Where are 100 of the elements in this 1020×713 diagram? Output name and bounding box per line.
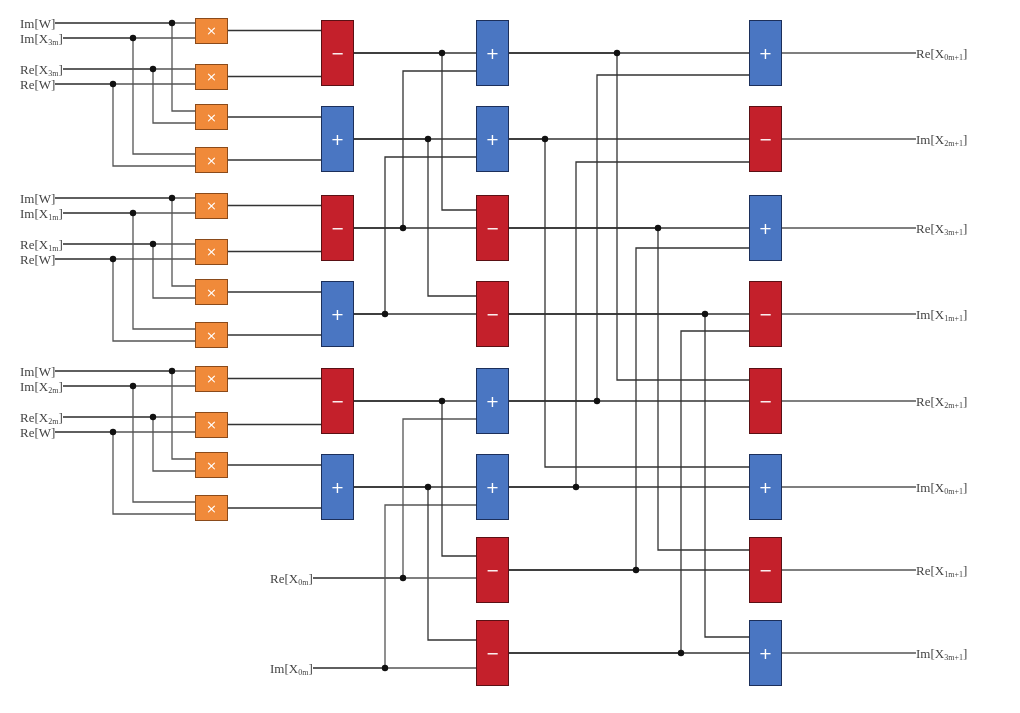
multiplier-block: ×: [195, 452, 228, 478]
wire: [353, 400, 477, 402]
wire: [353, 70, 477, 229]
multiplier-block: ×: [195, 192, 228, 219]
signal-label: Re[X$_{2m+1}$]: [916, 393, 968, 409]
signal-label: Im[X$_{1m}$]: [20, 205, 63, 221]
subtractor-block: −: [321, 20, 354, 86]
wire: [54, 258, 196, 260]
wire: [227, 377, 322, 380]
wire: [227, 464, 322, 466]
adder-block: +: [321, 454, 354, 520]
multiplier-block: ×: [195, 495, 228, 521]
subtractor-block: −: [749, 106, 782, 172]
wire: [781, 138, 917, 140]
wire: [781, 400, 917, 402]
adder-block: +: [321, 106, 354, 172]
signal-label: Re[X$_{1m+1}$]: [916, 562, 968, 578]
wire: [781, 52, 917, 54]
adder-block: +: [749, 20, 782, 86]
wire: [508, 52, 750, 54]
subtractor-block: −: [476, 620, 509, 686]
adder-block: +: [321, 281, 354, 347]
wire: [312, 504, 477, 669]
wire: [62, 212, 196, 214]
signal-label: Re[X$_{0m}$]: [270, 570, 313, 586]
wire: [227, 334, 322, 336]
subtractor-block: −: [749, 281, 782, 347]
wire: [62, 243, 196, 245]
multiplier-block: ×: [195, 104, 228, 130]
wire: [54, 22, 196, 24]
adder-block: +: [476, 368, 509, 434]
wire: [54, 431, 196, 433]
multiplier-block: ×: [195, 322, 228, 348]
multiplier-block: ×: [195, 279, 228, 305]
wire: [227, 423, 322, 426]
signal-label: Im[X$_{2m+1}$]: [916, 131, 968, 147]
multiplier-block: ×: [195, 411, 228, 438]
subtractor-block: −: [321, 368, 354, 434]
wire: [781, 652, 917, 654]
signal-label: Re[X$_{2m}$]: [20, 409, 63, 425]
signal-label: Im[X$_{3m+1}$]: [916, 645, 968, 661]
adder-block: +: [749, 195, 782, 261]
multiplier-block: ×: [195, 17, 228, 44]
wire: [353, 486, 477, 488]
wire: [227, 116, 322, 118]
wire: [312, 418, 477, 579]
multiplier-block: ×: [195, 147, 228, 173]
signal-label: Im[W]: [20, 15, 56, 31]
wire: [508, 313, 750, 315]
subtractor-block: −: [476, 537, 509, 603]
wire: [781, 227, 917, 229]
subtractor-block: −: [749, 537, 782, 603]
signal-label: Im[X$_{0m+1}$]: [916, 479, 968, 495]
wire: [227, 250, 322, 253]
subtractor-block: −: [749, 368, 782, 434]
signal-label: Im[X$_{3m}$]: [20, 30, 63, 46]
signal-label: Im[X$_{2m}$]: [20, 378, 63, 394]
signal-label: Re[X$_{3m+1}$]: [916, 220, 968, 236]
multiplier-block: ×: [195, 63, 228, 90]
wire: [353, 156, 477, 315]
wire: [508, 227, 750, 229]
signal-label: Re[W]: [20, 424, 56, 440]
signal-label: Re[X$_{1m}$]: [20, 236, 63, 252]
adder-block: +: [476, 454, 509, 520]
wire: [54, 370, 196, 372]
subtractor-block: −: [476, 195, 509, 261]
wire: [227, 291, 322, 293]
wire: [62, 385, 196, 387]
signal-label: Im[X$_{0m}$]: [270, 660, 313, 676]
wire: [62, 37, 196, 39]
wire: [353, 138, 477, 140]
multiplier-block: ×: [195, 238, 228, 265]
subtractor-block: −: [321, 195, 354, 261]
signal-label: Im[X$_{1m+1}$]: [916, 306, 968, 322]
adder-block: +: [749, 454, 782, 520]
wire: [227, 29, 322, 32]
signal-label: Im[W]: [20, 190, 56, 206]
wire: [227, 204, 322, 207]
wire: [54, 83, 196, 85]
wire: [62, 68, 196, 70]
subtractor-block: −: [476, 281, 509, 347]
adder-block: +: [476, 20, 509, 86]
wire: [54, 197, 196, 199]
adder-block: +: [476, 106, 509, 172]
wire: [353, 52, 477, 54]
adder-block: +: [749, 620, 782, 686]
wire: [508, 138, 750, 140]
signal-label: Re[W]: [20, 76, 56, 92]
signal-label: Re[X$_{3m}$]: [20, 61, 63, 77]
signal-label: Im[W]: [20, 363, 56, 379]
wire: [781, 569, 917, 571]
wire: [227, 507, 322, 509]
wire: [227, 159, 322, 161]
signal-label: Re[W]: [20, 251, 56, 267]
multiplier-block: ×: [195, 365, 228, 392]
wire: [781, 486, 917, 488]
wire: [62, 416, 196, 418]
wire: [227, 75, 322, 78]
wire: [781, 313, 917, 315]
signal-label: Re[X$_{0m+1}$]: [916, 45, 968, 61]
